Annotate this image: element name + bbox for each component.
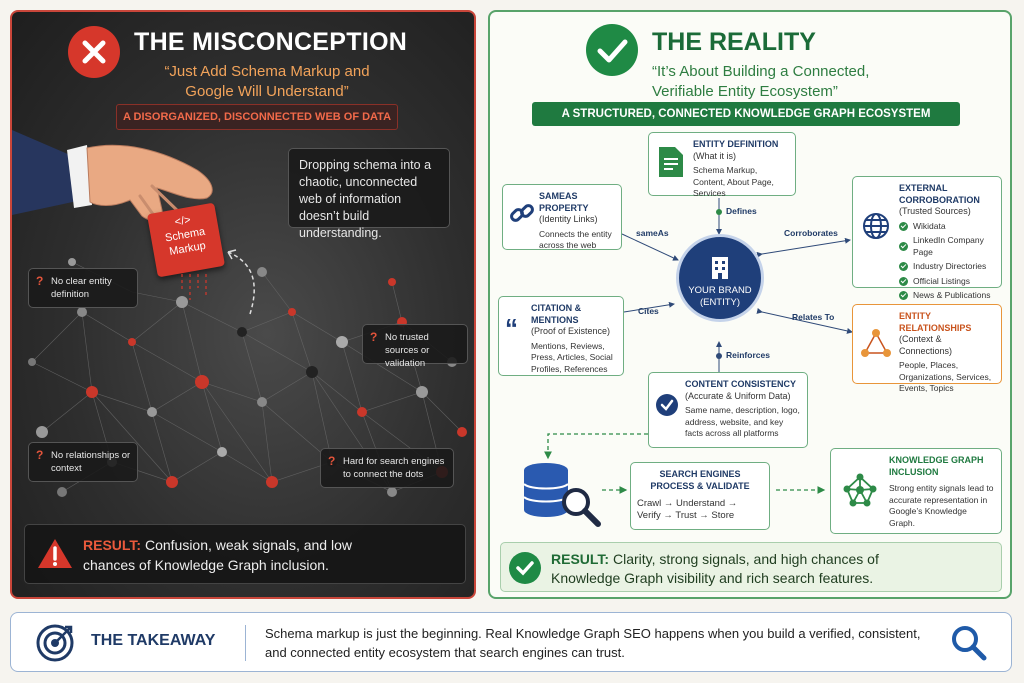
- issue-no-entity-definition: ? No clear entity definition: [28, 268, 138, 308]
- dripping-lines: [181, 274, 207, 300]
- warning-icon: [38, 539, 72, 568]
- issue-no-trusted-sources: ? No trusted sources or validation: [362, 324, 468, 369]
- question-icon: ?: [36, 448, 44, 462]
- entity-relationships-card: ENTITY RELATIONSHIPS (Context & Connecti…: [852, 304, 1002, 393]
- question-icon: ?: [328, 454, 336, 468]
- structured-banner: A STRUCTURED, CONNECTED KNOWLEDGE GRAPH …: [532, 102, 960, 126]
- question-icon: ?: [36, 274, 44, 288]
- disorganized-banner: A DISORGANIZED, DISCONNECTED WEB OF DATA: [116, 104, 398, 130]
- checkmark-icon: [586, 24, 638, 76]
- dashed-arrow: [227, 249, 255, 315]
- misconception-panel: THE MISCONCEPTION “Just Add Schema Marku…: [10, 10, 476, 599]
- source-wikidata: Wikidata: [899, 221, 995, 233]
- source-directories: Industry Directories: [899, 261, 995, 273]
- reality-result: RESULT: Clarity, strong signals, and hig…: [500, 542, 1002, 592]
- target-icon: [36, 624, 74, 662]
- issue-hard-to-connect: ? Hard for search engines to connect the…: [320, 448, 454, 488]
- question-icon: ?: [370, 330, 378, 344]
- edge-label-sameas: sameAs: [636, 228, 669, 238]
- edge-label-defines: Defines: [726, 206, 757, 216]
- disconnected-network: [28, 258, 467, 497]
- checkmark-icon: [509, 552, 541, 584]
- misconception-subtitle: “Just Add Schema Markup and Google Will …: [164, 63, 370, 100]
- sameas-card: SAMEAS PROPERTY (Identity Links) Connect…: [502, 184, 622, 250]
- takeaway-text: Schema markup is just the beginning. Rea…: [265, 626, 921, 660]
- check-icon: [899, 262, 908, 272]
- citation-mentions-card: “ CITATION & MENTIONS (Proof of Existenc…: [498, 296, 624, 376]
- takeaway-title: THE TAKEAWAY: [91, 632, 216, 649]
- link-icon: [510, 204, 534, 222]
- document-icon: [659, 147, 683, 177]
- check-icon: [899, 242, 908, 251]
- source-listings: Official Listings: [899, 276, 995, 288]
- misconception-title: THE MISCONCEPTION: [134, 28, 408, 56]
- edge-label-corroborates: Corroborates: [784, 228, 838, 238]
- edge-label-relates: Relates To: [792, 312, 835, 322]
- takeaway-bar: THE TAKEAWAY Schema markup is just the b…: [10, 612, 1012, 672]
- x-icon: [68, 26, 120, 78]
- brand-entity-node: YOUR BRAND (ENTITY): [676, 234, 764, 322]
- check-circle-icon: [656, 394, 678, 416]
- database-search-icon: [523, 463, 601, 527]
- external-corroboration-card: EXTERNAL CORROBORATION (Trusted Sources)…: [852, 176, 1002, 301]
- search-engines-card: SEARCH ENGINES PROCESS & VALIDATE Crawl …: [630, 462, 770, 530]
- issue-no-relationships: ? No relationships or context: [28, 442, 138, 482]
- check-icon: [899, 291, 908, 301]
- quote-icon: “: [505, 313, 518, 343]
- connector-lines: [544, 198, 853, 494]
- knowledge-graph-card: KNOWLEDGE GRAPH INCLUSION Strong entity …: [830, 448, 1002, 534]
- check-icon: [899, 276, 908, 286]
- knowledge-graph-icon: [843, 473, 877, 507]
- reality-title: THE REALITY: [652, 28, 816, 56]
- entity-definition-card: ENTITY DEFINITION (What it is) Schema Ma…: [648, 132, 796, 198]
- reality-panel: THE REALITY “It’s About Building a Conne…: [488, 10, 1012, 599]
- hand-illustration: [12, 130, 213, 226]
- source-linkedin: LinkedIn Company Page: [899, 235, 995, 258]
- divider: [245, 625, 246, 661]
- content-consistency-card: CONTENT CONSISTENCY (Accurate & Uniform …: [648, 372, 808, 448]
- callout-box: Dropping schema into a chaotic, unconnec…: [288, 148, 450, 240]
- edge-label-cites: Cites: [638, 306, 659, 316]
- misconception-result: RESULT: Confusion, weak signals, and low…: [24, 524, 466, 584]
- edge-label-reinforces: Reinforces: [726, 350, 770, 360]
- globe-icon: [863, 213, 889, 239]
- building-icon: [712, 257, 728, 279]
- network-icon: [861, 329, 891, 357]
- magnifier-icon: [952, 626, 987, 661]
- check-icon: [899, 221, 908, 231]
- reality-subtitle: “It’s About Building a Connected, Verifi…: [652, 63, 870, 100]
- source-news: News & Publications: [899, 290, 995, 302]
